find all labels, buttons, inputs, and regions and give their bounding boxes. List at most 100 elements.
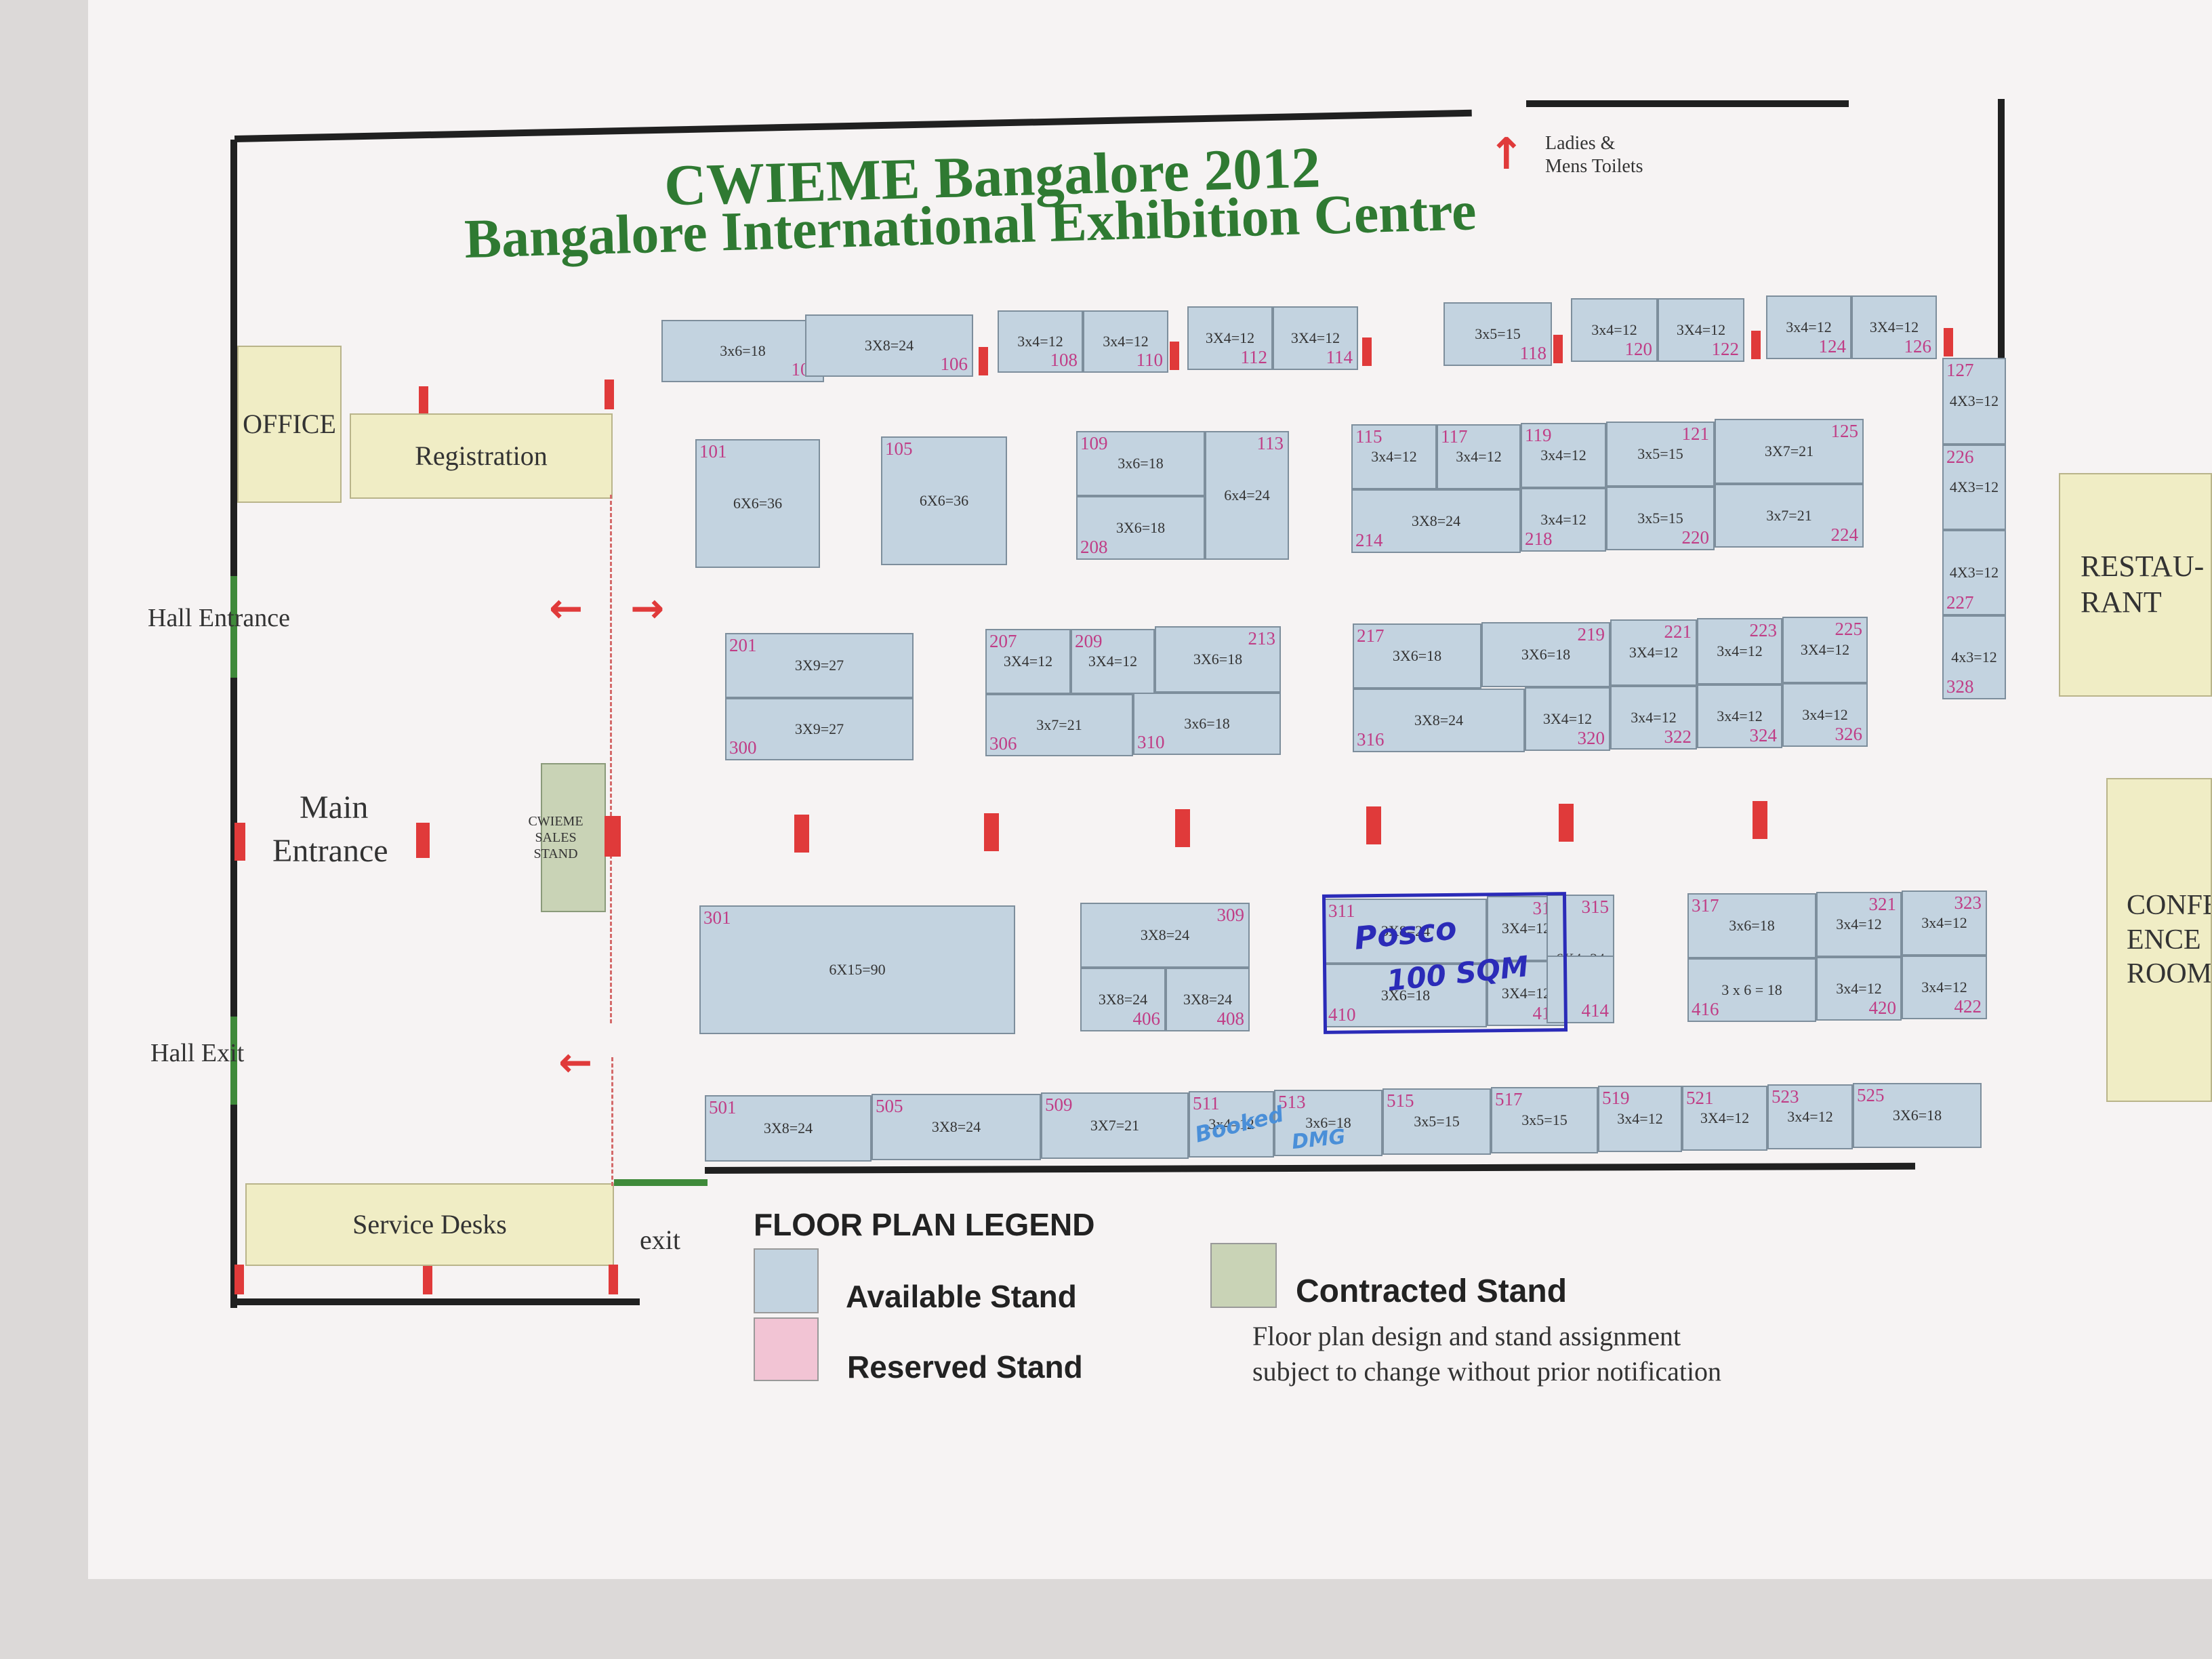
- stand-number: 214: [1355, 530, 1383, 550]
- stand-size: 6X6=36: [919, 492, 969, 509]
- service-desks-label: Service Desks: [352, 1209, 507, 1240]
- stand-size: 3x5=15: [1475, 325, 1521, 342]
- stand-size: 3X9=27: [794, 720, 844, 737]
- stand-size: 3x7=21: [1036, 716, 1082, 733]
- stand-number: 227: [1946, 592, 1974, 613]
- stand-size: 3x4=12: [1836, 980, 1882, 997]
- stand-number: 124: [1818, 336, 1847, 356]
- stand-size: 3X4=12: [1629, 644, 1679, 661]
- stand-number: 410: [1328, 1004, 1356, 1025]
- stand-number: 106: [940, 354, 968, 374]
- marker: [1362, 337, 1372, 366]
- stand-number: 322: [1664, 726, 1692, 747]
- stand-size: 3X7=21: [1090, 1117, 1140, 1134]
- marker: [416, 823, 430, 858]
- stand-size: 3x4=12: [1540, 447, 1586, 464]
- stand-size: 3x4=12: [1617, 1110, 1663, 1127]
- stand-300[interactable]: 300 3X9=27: [725, 698, 914, 760]
- stand-number: 110: [1136, 350, 1164, 370]
- stand-size: 3X8=24: [1098, 991, 1148, 1008]
- stand-size: 3x4=12: [1103, 333, 1149, 350]
- stand-number: 225: [1835, 619, 1863, 639]
- stand-size: 6X6=36: [733, 495, 783, 512]
- stand-size: 3X4=12: [1676, 321, 1726, 338]
- stand-number: 505: [876, 1096, 903, 1116]
- stand-number: 515: [1387, 1090, 1414, 1111]
- restaurant-label-line1: RESTAU-: [2081, 550, 2205, 583]
- stand-number: 217: [1357, 626, 1385, 646]
- stand-102[interactable]: 1023x6=18: [661, 320, 824, 382]
- stand-number: 300: [729, 737, 757, 758]
- stand-number: 219: [1577, 624, 1605, 644]
- stand-414[interactable]: 414: [1547, 956, 1614, 1023]
